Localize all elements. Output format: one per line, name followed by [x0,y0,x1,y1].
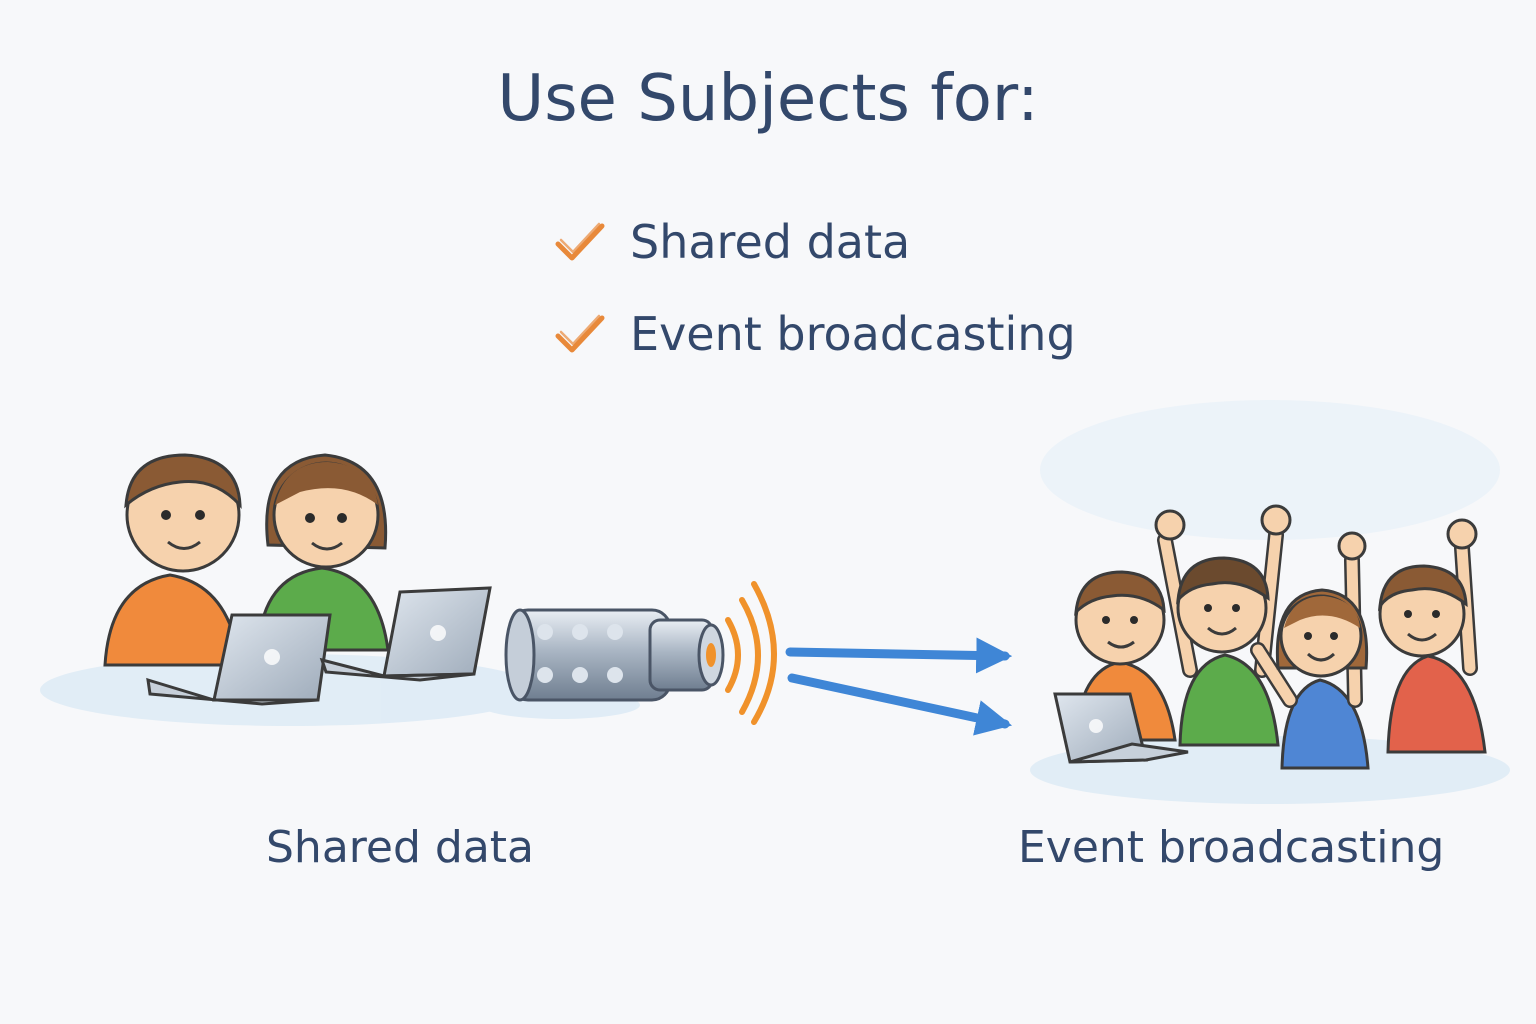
signal-waves [725,581,777,725]
caption-shared-data: Shared data [266,822,534,873]
broadcast-arrows [785,637,1013,736]
checklist-item-label: Shared data [630,215,911,269]
person-boy-left [103,453,242,667]
person-girl-blue-cheering [1250,531,1370,770]
laptop-right [1053,692,1189,764]
person-red-cheering [1377,518,1487,754]
checkmark-icon [555,222,605,261]
caption-event-broadcasting: Event broadcasting [1018,822,1445,873]
laptop-left-1 [146,613,332,706]
page-title: Use Subjects for: [497,62,1039,136]
checkmark-icon [555,314,605,353]
use-case-checklist: Shared data Event broadcasting [552,196,1076,380]
person-green-cheering [1154,504,1292,747]
checklist-item-label: Event broadcasting [630,307,1076,361]
person-girl-left [256,453,390,652]
checklist-item-event-broadcasting: Event broadcasting [552,288,1076,380]
subject-cylinder [504,608,725,702]
checklist-item-shared-data: Shared data [552,196,1076,288]
laptop-left-2 [319,586,492,682]
